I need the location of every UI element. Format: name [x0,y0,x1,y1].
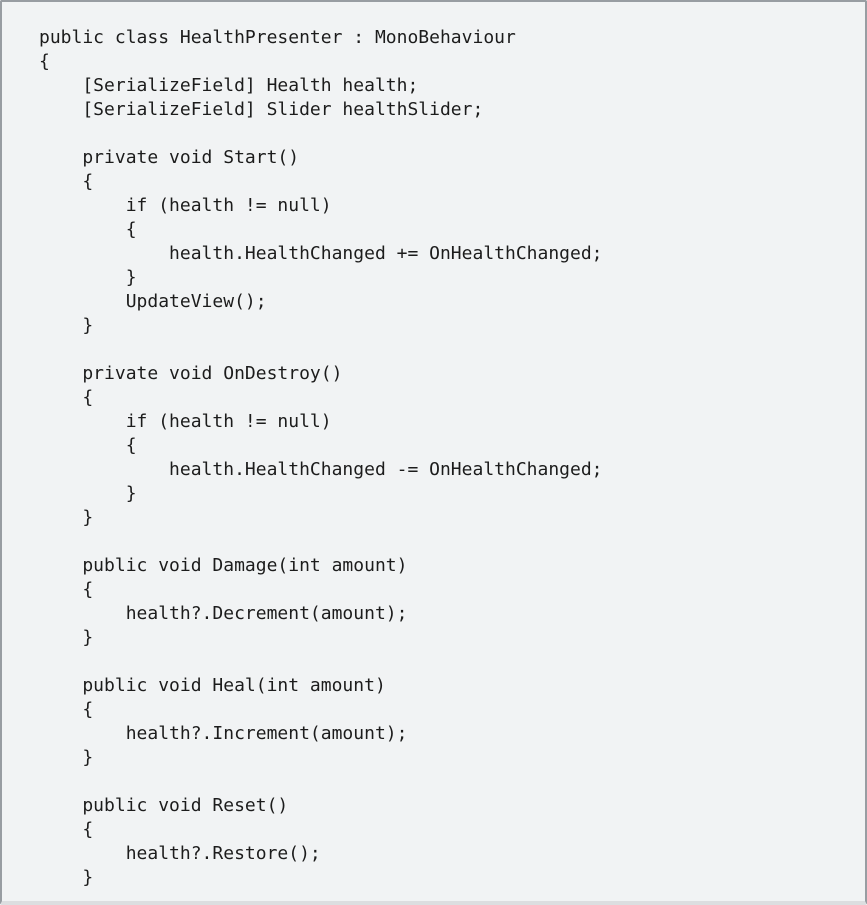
code-line: } [39,747,94,768]
code-line: private void Start() [39,147,300,168]
code-line: [SerializeField] Slider healthSlider; [39,99,484,120]
code-line: health.HealthChanged += OnHealthChanged; [39,243,603,264]
code-line: { [39,51,50,72]
code-line [39,650,853,674]
code-line: { [39,819,94,840]
code-line: } [39,315,94,336]
code-line: public void Damage(int amount) [39,555,408,576]
code-line [39,122,853,146]
code-line [39,338,853,362]
code-line: } [39,267,137,288]
code-line: if (health != null) [39,195,332,216]
code-line: { [39,579,94,600]
code-line [39,530,853,554]
code-line: { [39,219,137,240]
code-line: private void OnDestroy() [39,363,343,384]
code-line: health?.Increment(amount); [39,723,408,744]
code-line: if (health != null) [39,411,332,432]
code-line: } [39,483,137,504]
code-line: health.HealthChanged -= OnHealthChanged; [39,459,603,480]
code-line: } [39,627,94,648]
code-line: } [39,867,94,888]
code-lines: public class HealthPresenter : MonoBehav… [39,26,853,890]
code-line: { [39,699,94,720]
code-line: public void Heal(int amount) [39,675,386,696]
code-line: { [39,387,94,408]
code-line: { [39,171,94,192]
code-line [39,770,853,794]
code-line: public class HealthPresenter : MonoBehav… [39,27,516,48]
code-line: health?.Restore(); [39,843,321,864]
code-line: } [39,507,94,528]
code-line: public void Reset() [39,795,289,816]
code-line: UpdateView(); [39,291,267,312]
code-line: { [39,435,137,456]
code-line: [SerializeField] Health health; [39,75,419,96]
code-line: health?.Decrement(amount); [39,603,408,624]
